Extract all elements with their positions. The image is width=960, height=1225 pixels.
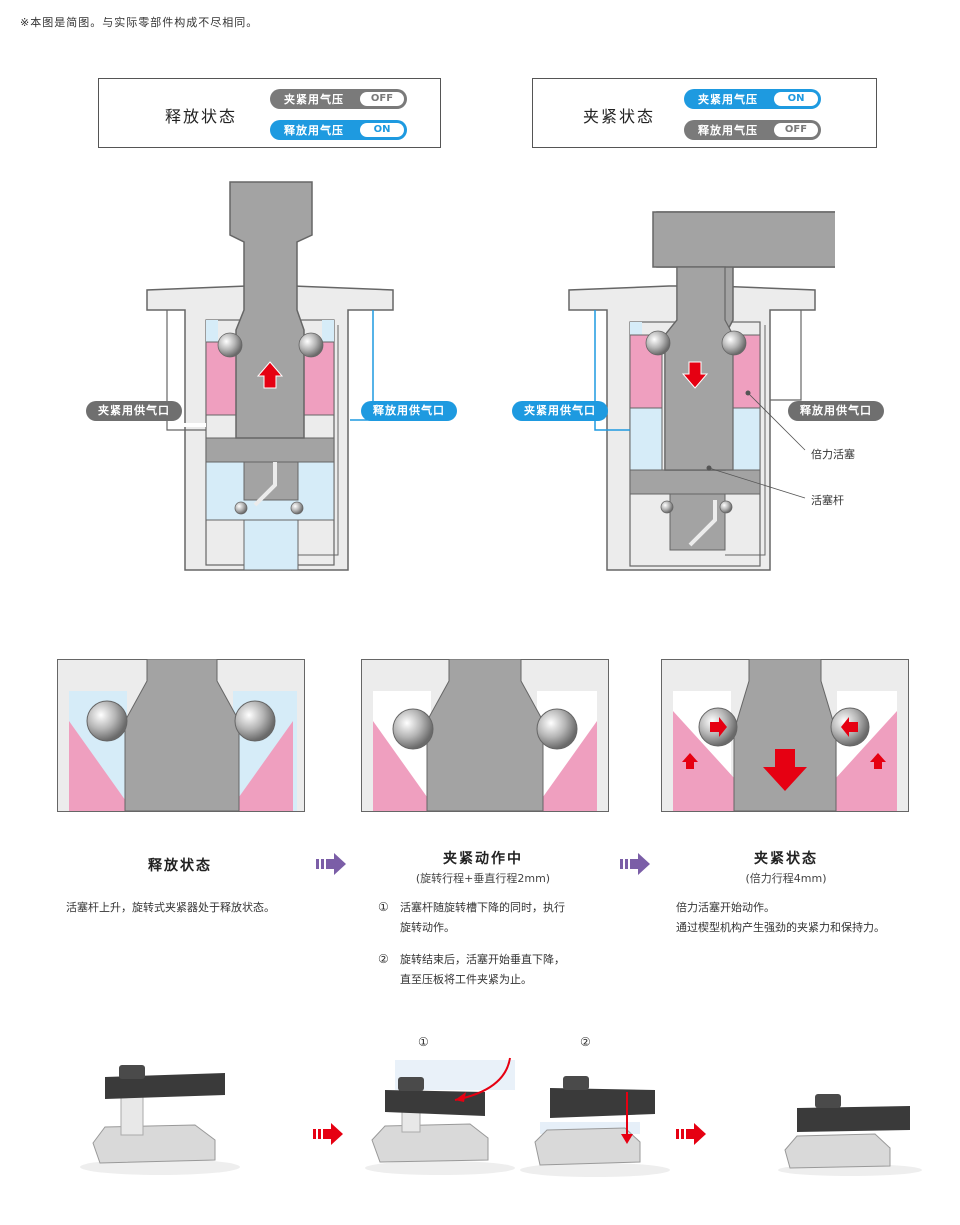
right-clamp-port-label: 夹紧用供气口 [512,401,608,421]
step-text: 旋转结束后，活塞开始垂直下降， 直至压板将工件夹紧为止。 [400,950,565,990]
stage-clamping-subtitle: (旋转行程+垂直行程2mm) [415,872,551,885]
stage-clamped-title: 夹紧状态 [754,851,818,867]
red-arrow-icon [676,1123,706,1145]
up-arrow-icon [682,753,698,769]
stage-release-desc: 活塞杆上升，旋转式夹紧器处于释放状态。 [66,901,275,914]
piston-rod-label: 活塞杆 [811,494,844,507]
stage-clamping-title: 夹紧动作中 [443,851,523,867]
step-text-line: 活塞杆随旋转槽下降的同时，执行 [400,901,565,914]
purple-arrow-icon [316,853,346,875]
clamp-pressure-pill: 夹紧用气压 ON [684,89,821,109]
release-cross-section [146,181,394,571]
pill-label: 释放用气压 [284,124,344,137]
detail-panel-clamped [661,659,909,812]
release-state-box: 释放状态 夹紧用气压 OFF 释放用气压 ON [98,78,441,148]
up-arrow-icon [870,753,886,769]
right-release-port-label: 释放用供气口 [788,401,884,421]
step-text-line: 直至压板将工件夹紧为止。 [400,973,532,986]
down-arrow-icon [681,361,709,389]
pill-toggle: ON [774,92,818,106]
release-pressure-pill: 释放用气压 OFF [684,120,821,140]
clamp-photo-rotating [365,1057,515,1175]
disclaimer-note: ※本图是简图。与实际零部件构成不尽相同。 [20,16,259,29]
pill-label: 释放用气压 [698,124,758,137]
clamp-state-box: 夹紧状态 夹紧用气压 ON 释放用气压 OFF [532,78,877,148]
stage-clamped-subtitle: (倍力行程4mm) [745,872,827,885]
detail-panel-clamping [361,659,609,812]
pill-label: 夹紧用气压 [698,93,758,106]
clamp-state-title: 夹紧状态 [583,107,656,126]
step-text: 活塞杆随旋转槽下降的同时，执行 旋转动作。 [400,898,565,938]
up-arrow-icon [256,361,284,389]
stage-release-title: 释放状态 [148,858,212,874]
booster-piston-label: 倍力活塞 [811,448,855,461]
left-arrow-icon [841,717,858,737]
step-number: ① [378,900,389,914]
release-state-title: 释放状态 [165,107,238,126]
desc-line: 通过楔型机构产生强劲的夹紧力和保持力。 [676,921,885,934]
desc-line: 倍力活塞开始动作。 [676,901,775,914]
down-arrow-icon [763,749,807,791]
clamp-pressure-pill: 夹紧用气压 OFF [270,89,407,109]
photo-marker: ② [580,1035,591,1049]
clamp-photo-clamped [778,1094,922,1176]
pill-toggle: ON [360,123,404,137]
photo-marker: ① [418,1035,429,1049]
step-text-line: 旋转动作。 [400,921,455,934]
step-text-line: 旋转结束后，活塞开始垂直下降， [400,953,565,966]
red-arrow-icon [313,1123,343,1145]
clamp-photo-lowering [520,1076,670,1177]
clamp-cross-section [568,211,835,571]
pill-toggle: OFF [774,123,818,137]
pill-label: 夹紧用气压 [284,93,344,106]
left-release-port-label: 释放用供气口 [361,401,457,421]
clamp-photo-released [80,1065,240,1175]
purple-arrow-icon [620,853,650,875]
right-arrow-icon [710,717,727,737]
release-pressure-pill: 释放用气压 ON [270,120,407,140]
step-number: ② [378,952,389,966]
pill-toggle: OFF [360,92,404,106]
stage-clamped-desc: 倍力活塞开始动作。 通过楔型机构产生强劲的夹紧力和保持力。 [676,898,885,938]
detail-panel-release [57,659,305,812]
left-clamp-port-label: 夹紧用供气口 [86,401,182,421]
